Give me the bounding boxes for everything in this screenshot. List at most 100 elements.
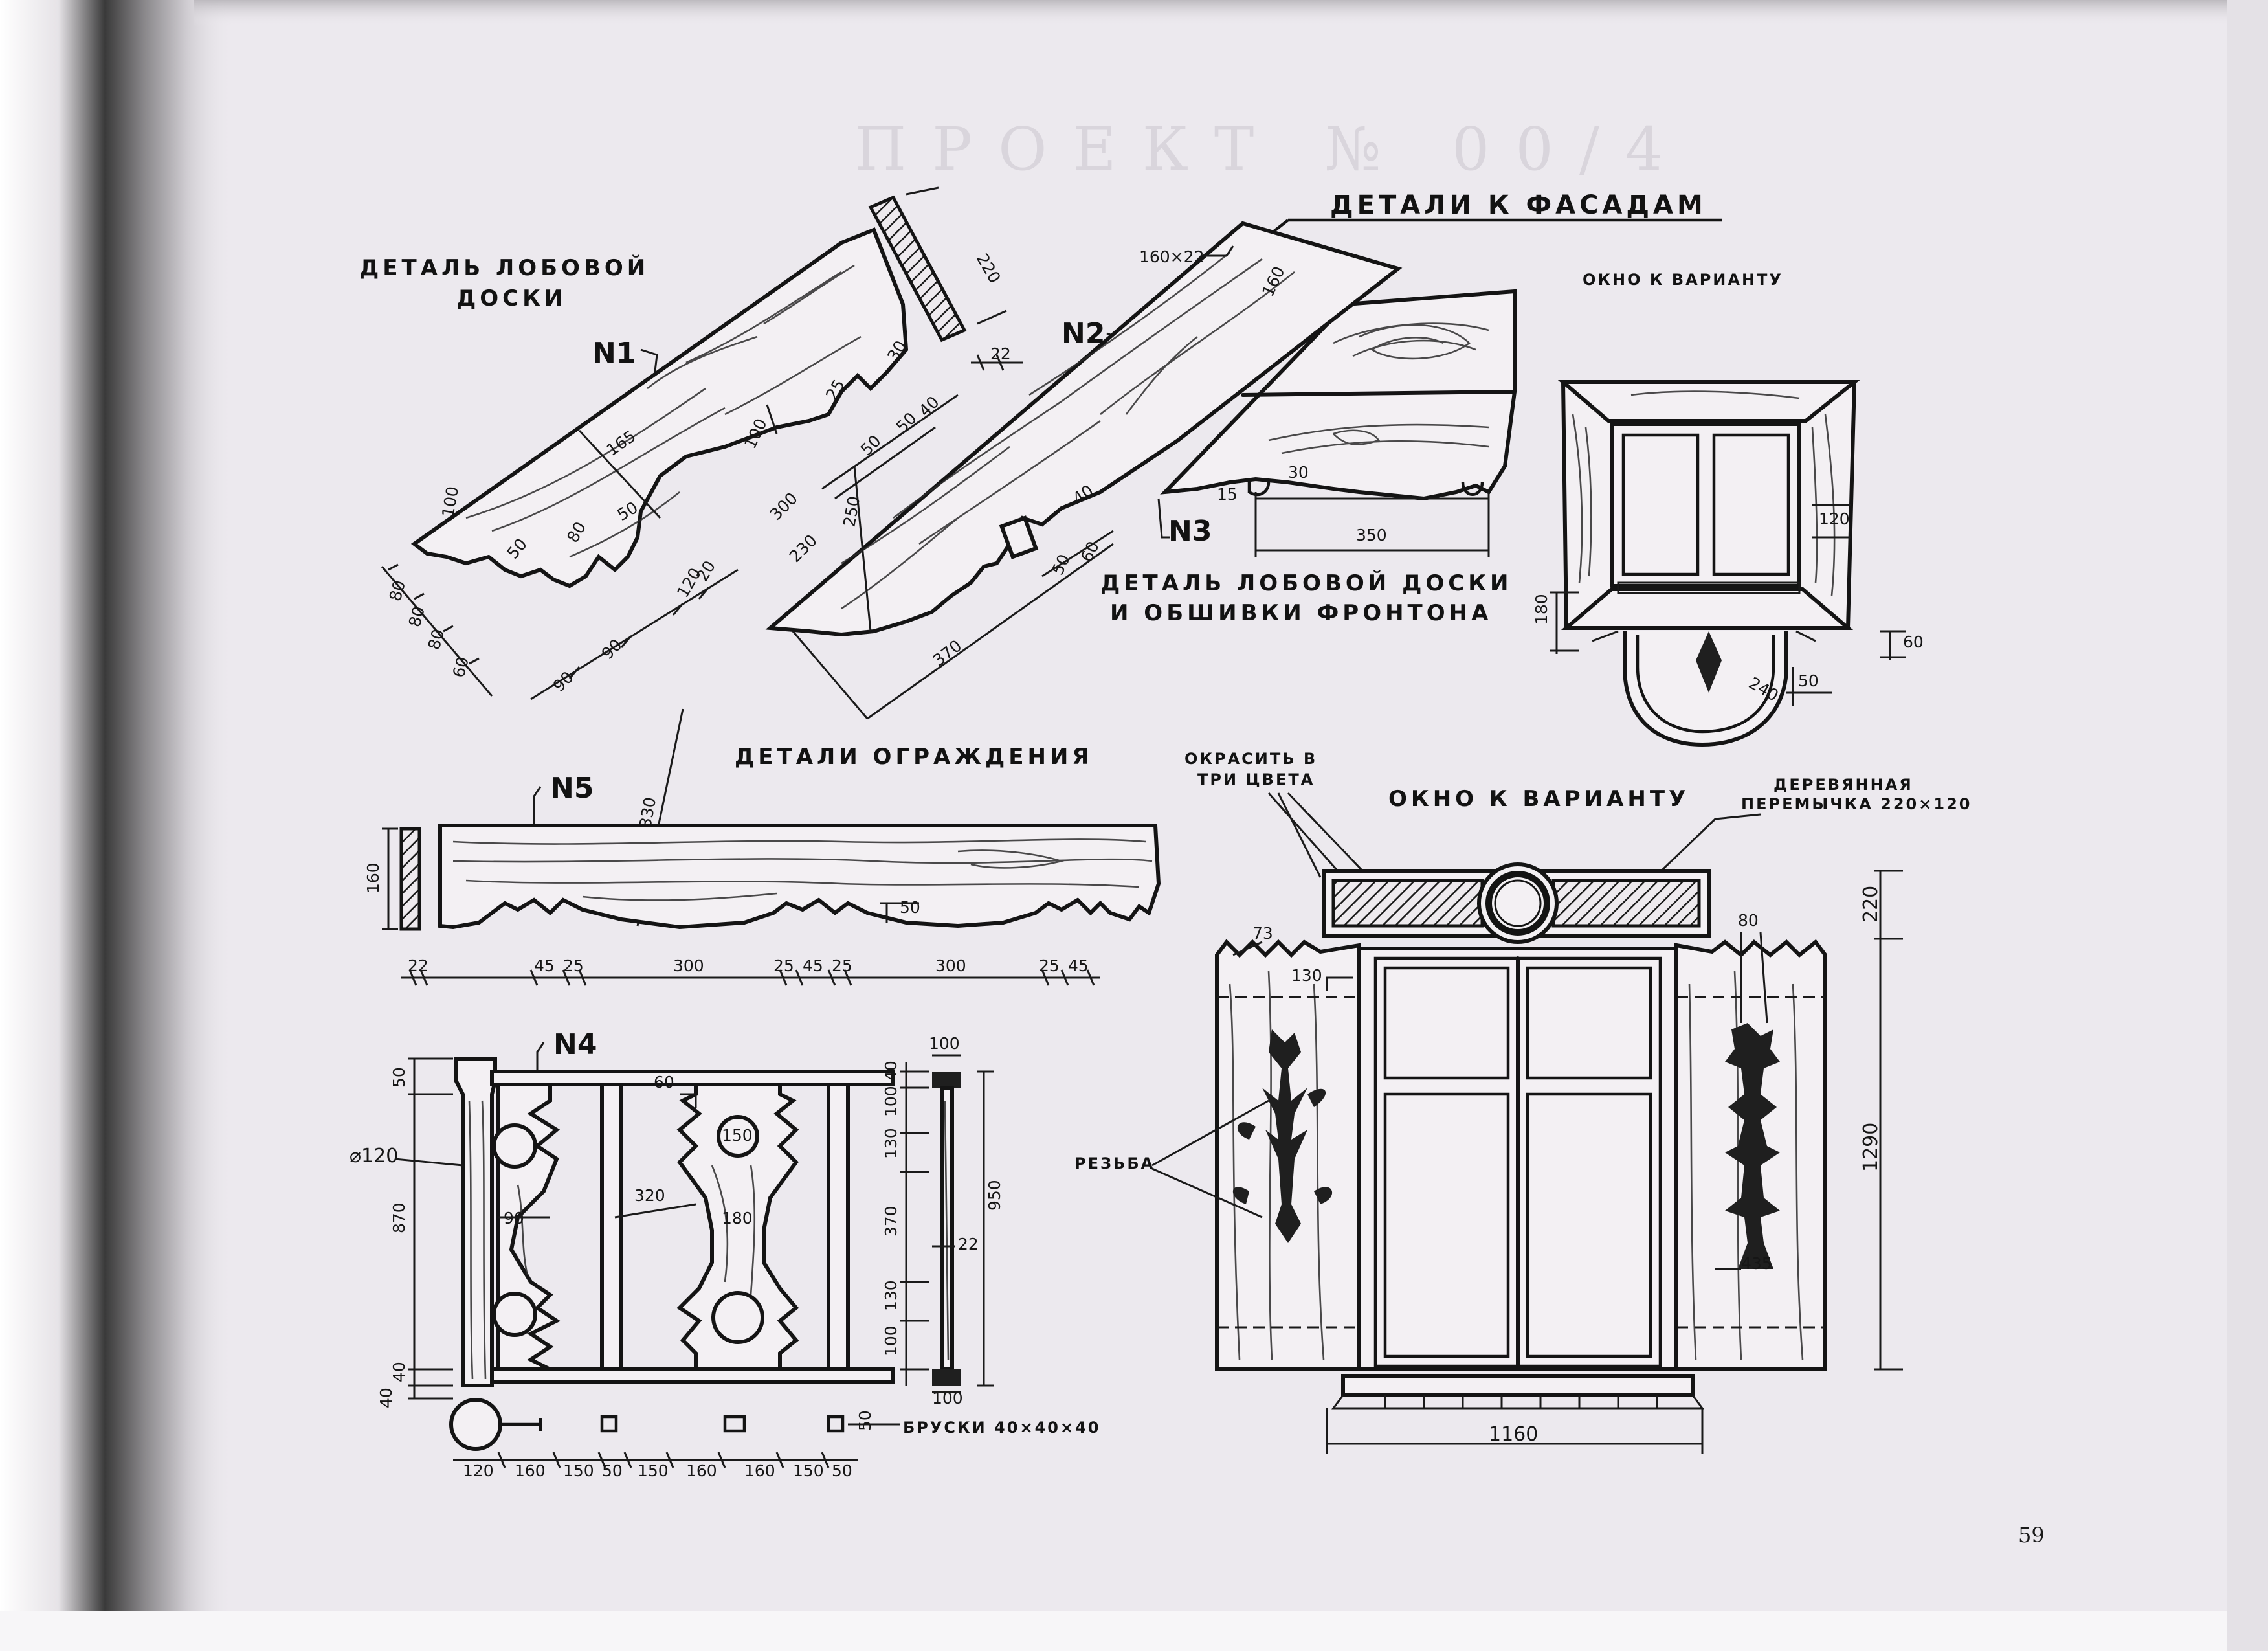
facade-details-title: ДЕТАЛИ К ФАСАДАМ	[1330, 190, 1707, 220]
svg-text:130: 130	[1291, 966, 1322, 985]
svg-text:150: 150	[563, 1461, 594, 1480]
window-bottom-title: ОКНО К ВАРИАНТУ	[1388, 786, 1689, 812]
svg-text:40: 40	[377, 1387, 395, 1408]
svg-text:180: 180	[1532, 594, 1551, 625]
svg-text:73: 73	[1252, 924, 1273, 943]
window-bottom-sill	[1341, 1374, 1695, 1397]
svg-text:100: 100	[929, 1034, 960, 1053]
railing-top-rail	[490, 1070, 895, 1086]
svg-text:25: 25	[773, 956, 794, 975]
svg-text:160: 160	[686, 1461, 717, 1480]
fence-details-title: ДЕТАЛИ ОГРАЖДЕНИЯ	[735, 744, 1093, 770]
fascia-board-n2-outline	[765, 221, 1403, 637]
svg-text:25: 25	[832, 956, 852, 975]
svg-text:130: 130	[882, 1128, 900, 1159]
svg-text:50: 50	[832, 1461, 852, 1480]
svg-text:60: 60	[1903, 633, 1924, 651]
svg-text:130: 130	[882, 1280, 900, 1311]
part-label-n2: N2	[1062, 317, 1105, 350]
railing-bottom-rail	[490, 1367, 895, 1384]
part-label-n4: N4	[553, 1028, 597, 1061]
bottom-scan-margin	[0, 1611, 2268, 1651]
svg-text:150: 150	[793, 1461, 824, 1480]
railing-baluster-1	[600, 1083, 623, 1371]
svg-text:⌀120: ⌀120	[350, 1145, 398, 1167]
svg-text:120: 120	[463, 1461, 494, 1480]
svg-text:50: 50	[856, 1410, 874, 1431]
fascia-detail-title-line1: ДЕТАЛЬ ЛОБОВОЙ	[359, 254, 649, 281]
svg-text:1290: 1290	[1860, 1123, 1882, 1172]
part-label-n3: N3	[1168, 515, 1212, 548]
paint-note-line2: ТРИ ЦВЕТА	[1197, 770, 1315, 789]
svg-text:25: 25	[1039, 956, 1060, 975]
svg-text:50: 50	[1798, 671, 1819, 690]
railing-n4: N4 60 150 320 180 90 50 870 40 40 ⌀120	[350, 1028, 1098, 1480]
svg-text:370: 370	[882, 1206, 900, 1237]
svg-text:120: 120	[1819, 510, 1850, 528]
railing-board-center	[676, 1083, 799, 1371]
window-top-glazing-outer	[1610, 422, 1801, 588]
svg-text:50: 50	[602, 1461, 623, 1480]
window-top-apron	[1623, 631, 1788, 747]
fence-board-n5: ДЕТАЛИ ОГРАЖДЕНИЯ N5 330 160 50 22 45 25…	[364, 708, 1161, 986]
fascia-n1-wood-grain	[465, 264, 862, 558]
svg-text:950: 950	[985, 1180, 1004, 1211]
svg-text:160: 160	[744, 1461, 775, 1480]
svg-text:40: 40	[390, 1362, 408, 1382]
railing-plan-post	[449, 1398, 502, 1451]
part-label-n1: N1	[592, 337, 636, 370]
lintel-note-line2: ПЕРЕМЫЧКА 220×120	[1741, 795, 1972, 813]
fascia-detail-n1: ДЕТАЛЬ ЛОБОВОЙ ДОСКИ N1 220 22 30 25 100…	[359, 186, 1023, 697]
fascia-n1-section-hatch	[868, 195, 967, 343]
svg-text:45: 45	[534, 956, 555, 975]
fascia-detail-title-line2: ДОСКИ	[456, 286, 566, 311]
svg-text:220: 220	[1860, 886, 1882, 923]
svg-text:22: 22	[990, 344, 1011, 363]
window-top-title: ОКНО К ВАРИАНТУ	[1583, 271, 1783, 289]
svg-text:435: 435	[1741, 1254, 1772, 1273]
fascia-board-n1-outline	[410, 227, 909, 589]
window-variant-top: ОКНО К ВАРИАНТУ 120 180 60 240 50	[1532, 271, 1924, 747]
book-spine-shadow	[0, 0, 233, 1651]
fascia-gable-title-line2: И ОБШИВКИ ФРОНТОНА	[1110, 600, 1492, 626]
fascia-gable-detail: ДЕТАЛИ К ФАСАДАМ N2 N3 30 15 350 160×22 …	[530, 190, 1722, 720]
fascia-n2-notch	[999, 515, 1039, 559]
svg-text:100: 100	[882, 1325, 900, 1356]
page-number: 59	[2018, 1523, 2045, 1547]
gable-wood-grain	[1268, 322, 1489, 455]
fascia-n2-wood-grain	[841, 251, 1295, 610]
right-scan-edge	[2227, 0, 2268, 1651]
railing-baluster-2	[827, 1083, 850, 1371]
fence-n5-wood-grain	[452, 838, 1153, 901]
svg-text:100: 100	[882, 1086, 900, 1117]
svg-text:1160: 1160	[1489, 1423, 1538, 1446]
svg-text:160: 160	[515, 1461, 546, 1480]
svg-text:40: 40	[882, 1061, 900, 1081]
svg-text:15: 15	[1217, 485, 1238, 504]
svg-text:22: 22	[958, 1235, 979, 1253]
svg-text:160: 160	[364, 862, 383, 893]
fascia-gable-title-line1: ДЕТАЛЬ ЛОБОВОЙ ДОСКИ	[1100, 570, 1512, 596]
svg-text:45: 45	[803, 956, 823, 975]
svg-text:350: 350	[1356, 526, 1387, 545]
svg-text:22: 22	[408, 956, 428, 975]
svg-text:30: 30	[1288, 463, 1309, 482]
svg-text:300: 300	[673, 956, 704, 975]
carving-note: РЕЗЬБА	[1074, 1154, 1155, 1173]
lintel-note-line1: ДЕРЕВЯННАЯ	[1773, 776, 1913, 794]
svg-text:300: 300	[935, 956, 966, 975]
svg-text:25: 25	[563, 956, 584, 975]
part-label-n5: N5	[550, 772, 594, 805]
svg-text:60: 60	[654, 1073, 674, 1092]
svg-text:50: 50	[390, 1067, 408, 1088]
railing-post	[454, 1057, 497, 1387]
top-scan-shadow	[194, 0, 2268, 26]
svg-text:870: 870	[390, 1202, 408, 1233]
left-shutter-carving	[1262, 1029, 1307, 1243]
svg-text:150: 150	[638, 1461, 669, 1480]
svg-text:45: 45	[1068, 956, 1089, 975]
right-shutter-carving	[1725, 1023, 1780, 1269]
svg-text:80: 80	[1738, 911, 1759, 930]
svg-text:180: 180	[722, 1209, 753, 1228]
